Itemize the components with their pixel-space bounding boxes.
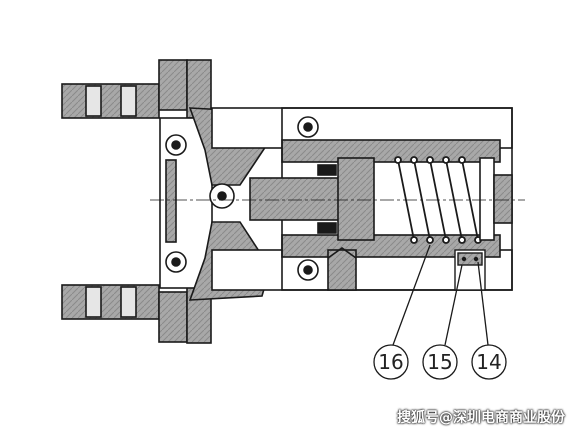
callout-16-label: 16 <box>378 350 403 374</box>
lower-finger <box>61 284 212 344</box>
auto-switch <box>454 249 486 291</box>
upper-finger <box>61 59 212 119</box>
front-housing <box>159 117 213 289</box>
callout-15-label: 15 <box>427 350 452 374</box>
watermark: 搜狐号@深圳电商商业股份 <box>397 410 565 426</box>
end-cap <box>479 157 513 241</box>
leader-lines <box>392 244 489 346</box>
callout-14: 14 <box>471 344 507 380</box>
callout-16: 16 <box>373 344 409 380</box>
piston-rod <box>249 157 375 241</box>
callout-15: 15 <box>422 344 458 380</box>
callout-14-label: 14 <box>476 350 501 374</box>
